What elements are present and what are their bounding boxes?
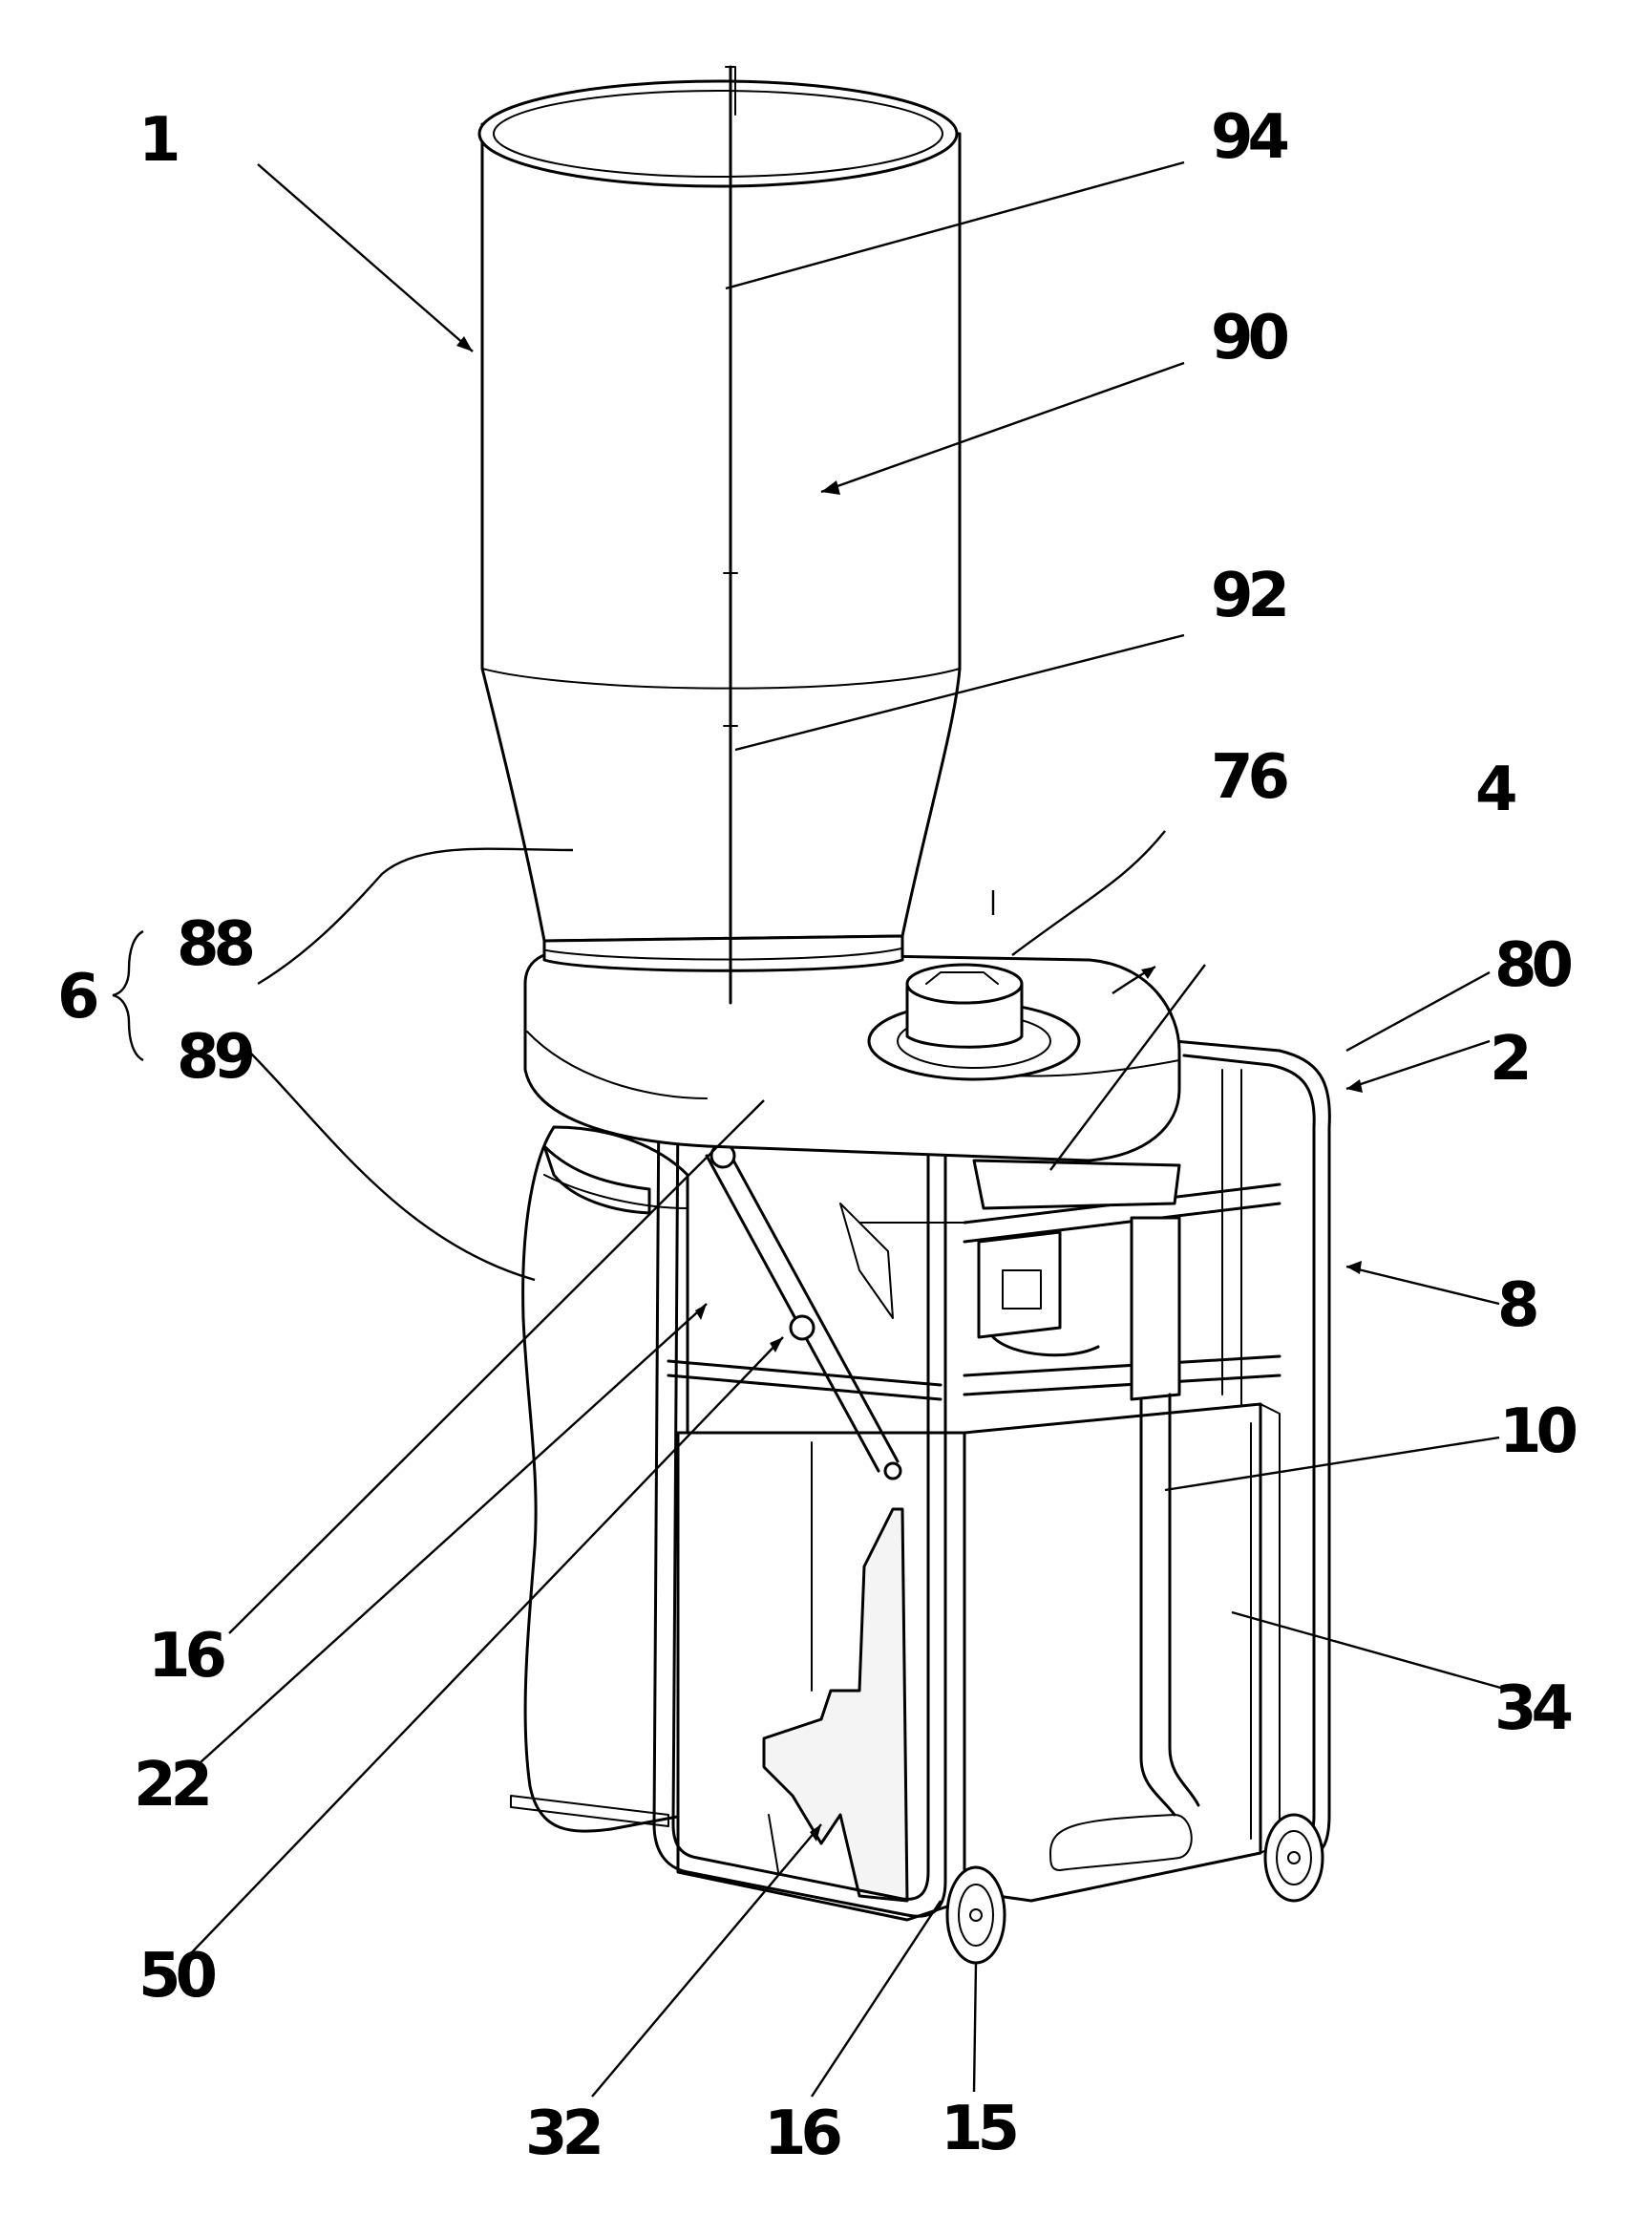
label-8: 8 [1497,1270,1536,1341]
label-15: 15 [941,2094,1017,2164]
label-80: 80 [1494,930,1572,1001]
label-16-bottom: 16 [764,2098,841,2169]
label-4: 4 [1475,755,1515,825]
collection-bin [678,1433,964,1920]
label-16-left: 16 [148,1621,225,1692]
rear-wheel [1265,1815,1323,1901]
label-1: 1 [138,105,178,176]
label-50: 50 [138,1941,216,2012]
filter-canister [479,67,960,1003]
label-32: 32 [525,2098,600,2169]
label-90: 90 [1211,303,1288,373]
label-94: 94 [1211,102,1288,173]
label-34: 34 [1494,1673,1572,1744]
label-76: 76 [1211,742,1288,813]
label-22: 22 [134,1750,208,1821]
label-88: 88 [177,909,253,980]
label-89: 89 [177,1022,253,1093]
label-2: 2 [1490,1024,1527,1095]
label-92: 92 [1211,561,1285,631]
collection-bag [523,1127,688,1831]
label-10: 10 [1499,1396,1577,1467]
label-6: 6 [57,962,97,1033]
front-wheel [947,1867,1005,1963]
